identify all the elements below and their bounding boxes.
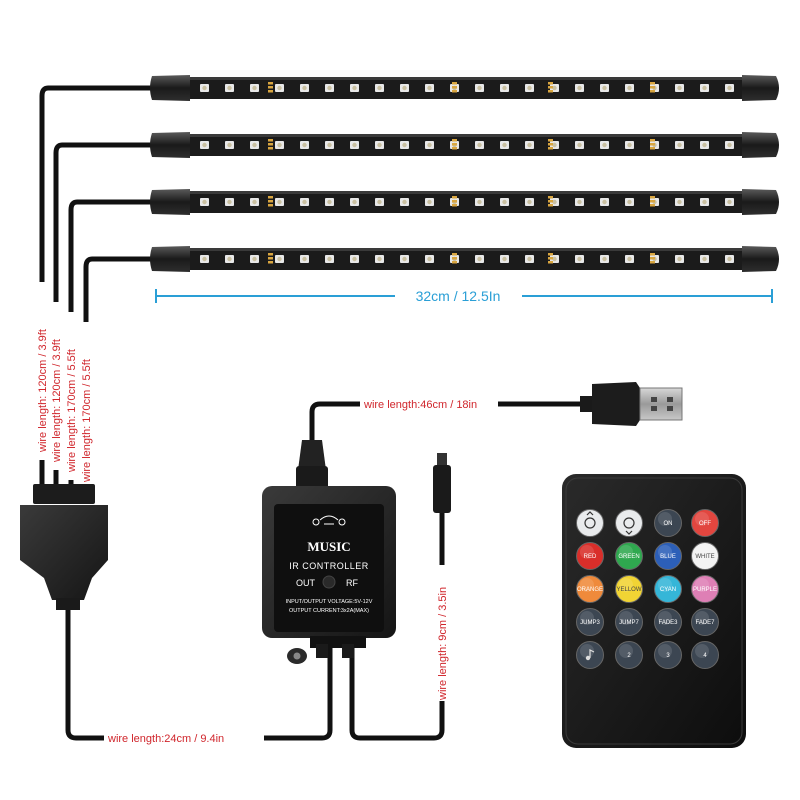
remote-key[interactable]: BLUE bbox=[654, 542, 682, 570]
remote-key-label: JUMP3 bbox=[580, 620, 600, 626]
led-strips bbox=[150, 75, 779, 272]
remote-key[interactable]: ORANGE bbox=[576, 575, 604, 603]
remote-control: ON OFF RED GREEN BLUE WHITE ORANGE YELLOW CYAN PU… bbox=[562, 474, 746, 748]
remote-key-label: FADE7 bbox=[695, 620, 715, 626]
remote-key-label: FADE3 bbox=[658, 620, 678, 626]
remote-key[interactable]: RED bbox=[576, 542, 604, 570]
strip-end-cap bbox=[150, 189, 190, 215]
remote-key[interactable]: ON bbox=[654, 509, 682, 537]
led-strip bbox=[150, 246, 779, 272]
remote-key-label: 4 bbox=[703, 653, 707, 659]
remote-key-label: YELLOW bbox=[616, 587, 641, 593]
strip3-wire-label: wire length: 170cm / 5.5ft bbox=[66, 349, 78, 473]
remote-key[interactable]: YELLOW bbox=[615, 575, 643, 603]
ir-sensor-window bbox=[322, 575, 336, 589]
strip-wires bbox=[39, 85, 160, 500]
controller-spec-voltage: INPUT/OUTPUT VOLTAGE:5V-12V bbox=[286, 599, 373, 605]
music-note-icon bbox=[585, 649, 595, 661]
strip1-wire-label: wire length: 120cm / 3.9ft bbox=[37, 329, 49, 453]
remote-key-label: GREEN bbox=[618, 554, 639, 560]
remote-key[interactable]: 4 bbox=[691, 641, 719, 669]
strip-end-cap bbox=[742, 246, 779, 272]
brightness-down-icon bbox=[623, 517, 635, 535]
ir-receiver bbox=[433, 453, 451, 513]
strip-length-dimension: 32cm / 12.5In bbox=[155, 288, 773, 304]
strip-end-cap bbox=[150, 246, 190, 272]
usb-wire bbox=[309, 401, 590, 470]
remote-key[interactable] bbox=[576, 641, 604, 669]
controller-logo: MUSIC bbox=[307, 539, 350, 554]
remote-key[interactable]: PURPLE bbox=[691, 575, 719, 603]
strip-end-cap bbox=[150, 132, 190, 158]
remote-key[interactable]: OFF bbox=[691, 509, 719, 537]
usb-plug bbox=[580, 382, 683, 426]
led-strip bbox=[150, 75, 779, 101]
controller-out-label: OUT bbox=[296, 578, 316, 588]
controller-rf-label: RF bbox=[346, 578, 358, 588]
strip-length-label: 32cm / 12.5In bbox=[416, 288, 501, 304]
remote-key[interactable]: WHITE bbox=[691, 542, 719, 570]
remote-key-label: JUMP7 bbox=[619, 620, 639, 626]
remote-key-label: RED bbox=[584, 554, 597, 560]
remote-key-label: PURPLE bbox=[693, 587, 717, 593]
remote-key-label: WHITE bbox=[695, 554, 714, 560]
remote-key[interactable]: GREEN bbox=[615, 542, 643, 570]
ir-wire bbox=[349, 510, 445, 741]
led-strip bbox=[150, 132, 779, 158]
hub-wire-label: wire length:24cm / 9.4in bbox=[107, 733, 224, 745]
strip-end-cap bbox=[742, 189, 779, 215]
remote-keypad: ON OFF RED GREEN BLUE WHITE ORANGE YELLOW CYAN PU… bbox=[576, 509, 719, 669]
remote-key-label: 2 bbox=[627, 653, 631, 659]
controller-spec-current: OUTPUT CURRENT:3x2A(MAX) bbox=[289, 608, 369, 614]
strip-wire-labels: wire length: 120cm / 3.9ft wire length: … bbox=[35, 282, 93, 490]
remote-key[interactable]: CYAN bbox=[654, 575, 682, 603]
remote-key-label: OFF bbox=[699, 521, 711, 527]
remote-key-label: CYAN bbox=[660, 587, 676, 593]
remote-key[interactable]: JUMP3 bbox=[576, 608, 604, 636]
brightness-up-icon bbox=[584, 511, 596, 529]
remote-key[interactable] bbox=[615, 509, 643, 537]
usb-wire-label: wire length:46cm / 18in bbox=[363, 399, 477, 411]
strip-end-cap bbox=[150, 75, 190, 101]
four-way-hub bbox=[20, 484, 108, 610]
strip-end-cap bbox=[742, 132, 779, 158]
strip-end-cap bbox=[742, 75, 779, 101]
remote-key[interactable]: FADE7 bbox=[691, 608, 719, 636]
controller-title: IR CONTROLLER bbox=[289, 561, 369, 571]
remote-key-label: BLUE bbox=[660, 554, 676, 560]
remote-key[interactable] bbox=[576, 509, 604, 537]
led-strip bbox=[150, 189, 779, 215]
ir-wire-label: wire length: 9cm / 3.5in bbox=[437, 587, 449, 701]
remote-key[interactable]: FADE3 bbox=[654, 608, 682, 636]
strip4-wire-label: wire length: 170cm / 5.5ft bbox=[81, 359, 93, 483]
strip2-wire-label: wire length: 120cm / 3.9ft bbox=[51, 339, 63, 463]
remote-key-label: 3 bbox=[666, 653, 670, 659]
remote-key-label: ORANGE bbox=[577, 587, 603, 593]
ir-controller: MUSIC IR CONTROLLER OUT RF INPUT/OUTPUT … bbox=[262, 440, 396, 664]
remote-key-label: ON bbox=[664, 521, 673, 527]
remote-key[interactable]: 2 bbox=[615, 641, 643, 669]
remote-key[interactable]: 3 bbox=[654, 641, 682, 669]
remote-key[interactable]: JUMP7 bbox=[615, 608, 643, 636]
